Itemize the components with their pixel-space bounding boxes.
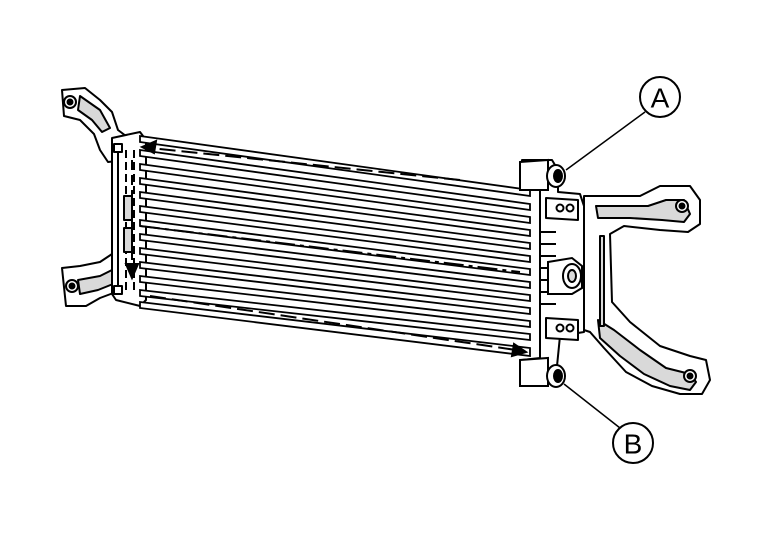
left-end-tank xyxy=(111,131,147,307)
callout-a-label: A xyxy=(651,83,670,114)
callout-a-leader xyxy=(565,111,646,171)
flow-direction-arrows xyxy=(124,139,529,358)
right-mounting-bracket xyxy=(583,185,711,395)
upper-fitting xyxy=(519,158,566,191)
callout-b-leader xyxy=(563,383,621,429)
callout-b: B xyxy=(563,383,654,464)
callout-b-label: B xyxy=(624,429,643,460)
callout-b-circle xyxy=(612,422,654,464)
lower-fitting xyxy=(519,356,566,388)
callout-a: A xyxy=(565,76,681,171)
callout-a-circle xyxy=(639,76,681,118)
center-mounting-stud xyxy=(547,256,583,295)
cooler-core-tubes xyxy=(139,134,531,358)
left-upper-mounting-bracket xyxy=(61,87,127,163)
